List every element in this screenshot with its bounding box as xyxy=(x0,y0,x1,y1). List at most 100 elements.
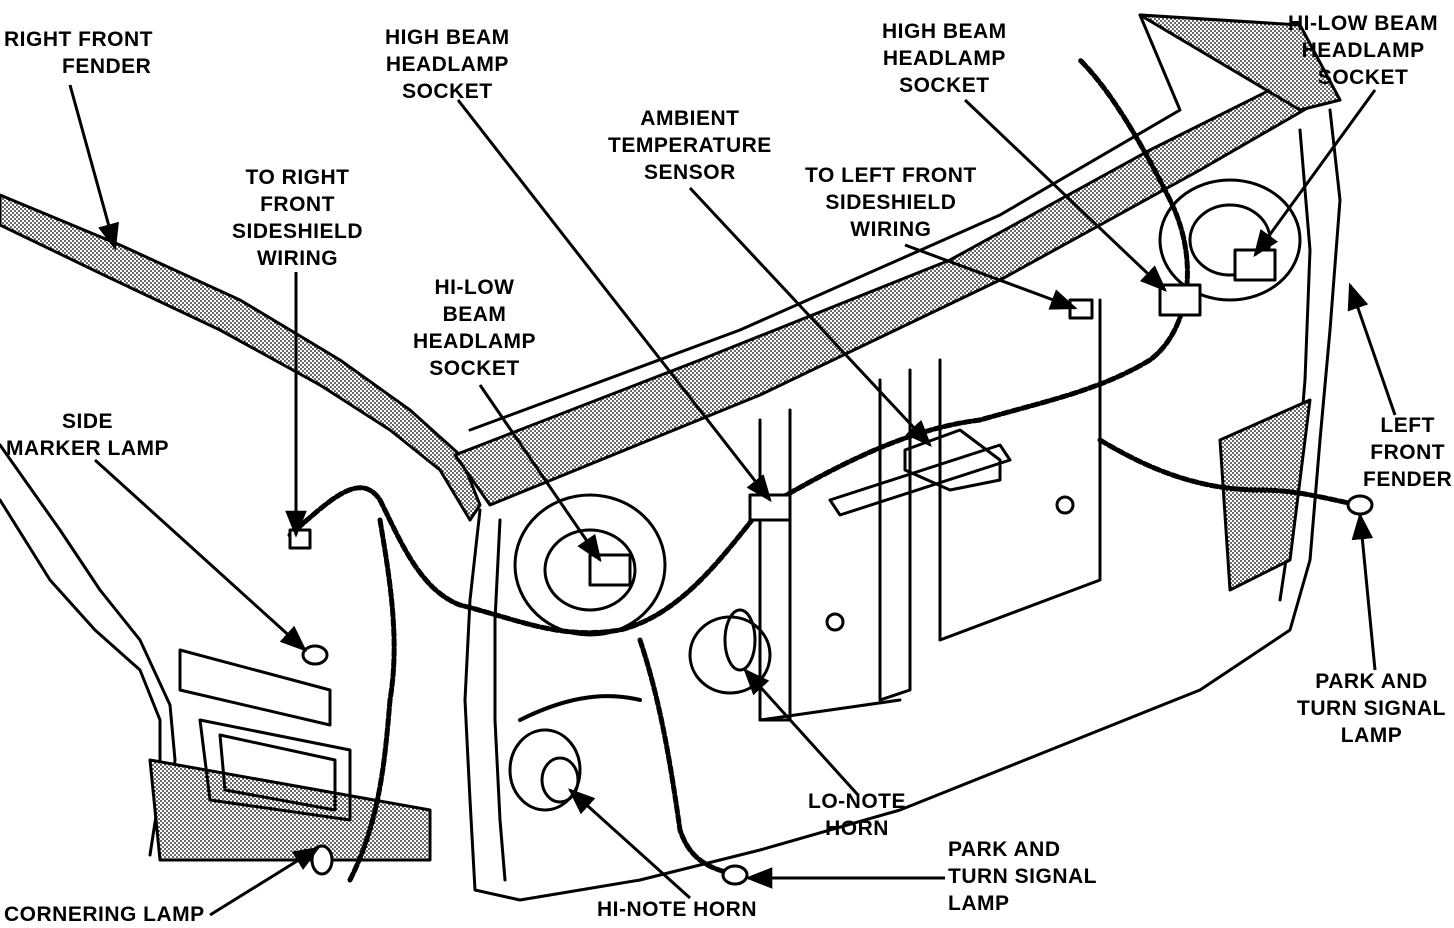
leader-hi-low-right xyxy=(1253,89,1377,258)
label-line: CORNERING LAMP xyxy=(4,903,205,926)
label-line: LO-NOTE xyxy=(808,790,906,813)
right-hi-low-socket xyxy=(588,553,632,587)
label-park-turn-signal-right: PARK AND TURN SIGNAL LAMP xyxy=(1297,668,1446,749)
left-fender-top xyxy=(1138,13,1342,112)
label-line: LAMP xyxy=(948,892,1010,915)
label-line: SIDE xyxy=(61,410,113,433)
label-line: WIRING xyxy=(256,247,339,270)
label-line: TO RIGHT xyxy=(245,166,350,189)
label-line: HI-LOW xyxy=(434,276,515,299)
leader-park-turn-right xyxy=(1351,512,1377,671)
label-line: HEADLAMP xyxy=(1301,39,1425,62)
label-line: TEMPERATURE xyxy=(608,134,772,157)
sensor-bracket xyxy=(828,443,1012,517)
label-line: LEFT xyxy=(1380,414,1435,437)
label-line: SOCKET xyxy=(429,357,520,380)
park-turn-bulb-bottom xyxy=(721,864,749,886)
label-line: MARKER LAMP xyxy=(6,437,169,460)
label-high-beam-socket-right: HIGH BEAM HEADLAMP SOCKET xyxy=(882,18,1007,99)
leader-lo-note-horn xyxy=(743,667,860,797)
cornering-lamp-housing xyxy=(198,718,352,822)
leader-high-beam-center xyxy=(456,99,772,503)
label-line: LAMP xyxy=(1340,724,1403,747)
park-turn-bulb-right xyxy=(1346,494,1374,516)
label-line: PARK AND xyxy=(948,838,1061,861)
center-support-right xyxy=(878,368,912,702)
right-headlamp-inner xyxy=(543,528,637,612)
lo-note-horn-bracket xyxy=(723,608,757,672)
hi-note-horn-body xyxy=(508,728,582,812)
grille-opening xyxy=(938,298,1102,642)
label-line: SOCKET xyxy=(1317,66,1409,89)
label-line: HI-NOTE HORN xyxy=(597,898,757,921)
right-fender-crease xyxy=(0,498,162,857)
label-cornering-lamp: CORNERING LAMP xyxy=(4,901,205,928)
label-ambient-temperature-sensor: AMBIENT TEMPERATURE SENSOR xyxy=(608,105,772,186)
leader-right-front-fender xyxy=(68,84,119,251)
label-line: HI-LOW BEAM xyxy=(1288,12,1439,35)
label-line: HIGH BEAM xyxy=(882,20,1007,43)
label-line: HEADLAMP xyxy=(882,47,1006,70)
left-sideshield-connector xyxy=(1068,298,1094,320)
label-line: FRONT xyxy=(260,193,335,216)
bottom-park-lamp-wiring xyxy=(637,637,743,878)
right-sideshield-connector xyxy=(288,528,312,550)
lo-note-horn-body xyxy=(688,615,772,695)
leader-side-marker xyxy=(93,458,308,652)
label-line: TURN SIGNAL xyxy=(948,865,1097,888)
label-high-beam-socket-center: HIGH BEAM HEADLAMP SOCKET xyxy=(385,24,510,105)
label-hi-low-beam-socket-center: HI-LOW BEAM HEADLAMP SOCKET xyxy=(413,274,536,382)
label-line: WIRING xyxy=(850,218,932,241)
label-line: HEADLAMP xyxy=(385,53,509,76)
left-high-beam-socket xyxy=(1158,283,1202,317)
label-left-front-fender: LEFT FRONT FENDER xyxy=(1363,412,1452,493)
park-lamp-wiring xyxy=(1097,437,1363,508)
label-line: TO LEFT FRONT xyxy=(805,164,977,187)
label-side-marker-lamp: SIDE MARKER LAMP xyxy=(6,408,169,462)
support-panel-outline xyxy=(463,108,1342,902)
left-headlamp-bucket xyxy=(1158,178,1302,302)
label-line: SIDESHIELD xyxy=(232,220,364,243)
lo-horn-bolt xyxy=(825,612,845,632)
side-marker-housing xyxy=(178,648,332,727)
right-fender-top-edge xyxy=(0,193,482,522)
label-hi-note-horn: HI-NOTE HORN xyxy=(597,896,757,923)
sensor-bolt xyxy=(1055,495,1075,515)
label-line: FRONT xyxy=(1370,441,1446,464)
leader-hi-note-horn xyxy=(567,788,692,900)
horn-wire xyxy=(518,694,642,722)
leader-ambient-sensor xyxy=(688,186,932,447)
label-line: HORN xyxy=(825,817,889,840)
label-line: HEADLAMP xyxy=(413,330,536,353)
leader-high-beam-right xyxy=(963,98,1167,292)
label-right-front-fender: RIGHT FRONT FENDER xyxy=(4,26,153,80)
label-line: FENDER xyxy=(1363,468,1453,491)
label-line: PARK AND xyxy=(1315,670,1428,693)
label-park-turn-signal-bottom: PARK AND TURN SIGNAL LAMP xyxy=(948,836,1097,917)
label-to-left-front-sideshield: TO LEFT FRONT SIDESHIELD WIRING xyxy=(805,162,977,243)
label-line: TURN SIGNAL xyxy=(1297,697,1446,720)
label-line: HIGH BEAM xyxy=(385,26,510,49)
leader-left-sideshield xyxy=(904,243,1078,310)
sensor-body xyxy=(903,428,1002,492)
cornering-lamp-lens xyxy=(218,733,337,812)
right-headlamp-bucket xyxy=(513,493,667,637)
label-hi-low-beam-socket-right: HI-LOW BEAM HEADLAMP SOCKET xyxy=(1288,10,1438,91)
label-line: SOCKET xyxy=(402,80,493,103)
label-line: FENDER xyxy=(62,55,152,78)
label-to-right-front-sideshield: TO RIGHT FRONT SIDESHIELD WIRING xyxy=(232,164,363,272)
label-line: SIDESHIELD xyxy=(825,191,957,214)
label-line: SENSOR xyxy=(644,161,736,184)
label-line: BEAM xyxy=(442,303,507,326)
center-support-bottom xyxy=(758,698,902,722)
label-line: AMBIENT xyxy=(640,107,740,130)
leader-left-front-fender xyxy=(1347,282,1397,416)
hi-note-horn-bell xyxy=(540,756,580,804)
fender-wiring-branch xyxy=(347,517,397,883)
leader-cornering-lamp xyxy=(209,846,321,917)
panel-inner-left xyxy=(493,518,507,882)
side-marker-bulb xyxy=(301,644,329,666)
left-lower-band xyxy=(1218,398,1312,592)
